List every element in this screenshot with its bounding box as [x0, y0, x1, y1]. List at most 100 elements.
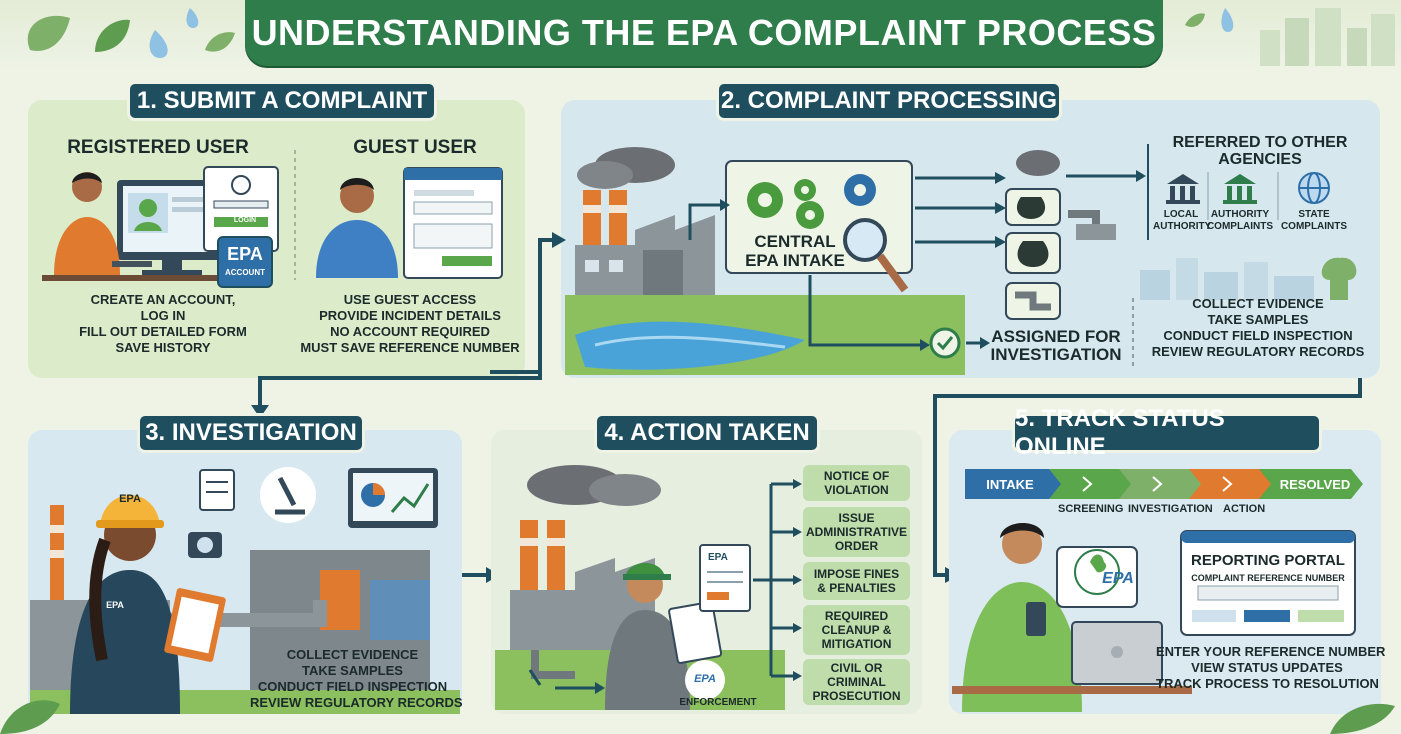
registered-user-label: REGISTERED USER [67, 137, 249, 158]
tracking-steps: ENTER YOUR REFERENCE NUMBER VIEW STATUS … [1156, 644, 1386, 692]
agency-state-label: STATE COMPLAINTS [1280, 209, 1348, 233]
investigation-line-2: TAKE SAMPLES [302, 663, 403, 678]
investigation-illustration-icon [30, 467, 460, 714]
skyline-background-icon [1140, 257, 1357, 300]
enforcement-label: ENFORCEMENT [679, 697, 757, 708]
portal-reference-label: COMPLAINT REFERENCE NUMBER [1191, 573, 1345, 583]
referred-agencies-label: REFERRED TO OTHER AGENCIES [1150, 134, 1370, 168]
agency-local-line-1: LOCAL [1163, 209, 1199, 220]
login-button: LOGIN [233, 217, 257, 224]
registered-line-2: LOG IN [140, 308, 186, 323]
referred-line-1: REFERRED TO OTHER [1172, 134, 1348, 151]
agency-state-line-2: COMPLAINTS [1280, 221, 1348, 232]
action-5-line-2: CRIMINAL [827, 675, 886, 689]
central-intake-label: CENTRAL EPA INTAKE [735, 232, 855, 270]
guest-line-3: NO ACCOUNT REQUIRED [330, 324, 490, 339]
factory-river-illustration-icon [565, 147, 965, 375]
action-1-line-2: VIOLATION [824, 483, 889, 497]
status-progress-bar [965, 469, 1363, 499]
agency-authority-line-2: COMPLAINTS [1206, 221, 1274, 232]
investigation-steps: COLLECT EVIDENCE TAKE SAMPLES CONDUCT FI… [250, 647, 463, 711]
epa-account-badge: EPA [227, 244, 263, 264]
violation-icons [1005, 150, 1061, 320]
intake-line-1: CENTRAL [754, 232, 836, 251]
action-2-line-3: ORDER [834, 539, 879, 553]
assigned-investigation-label: ASSIGNED FOR INVESTIGATION [988, 328, 1124, 364]
agency-local-line-2: AUTHORITY [1153, 221, 1212, 232]
tracking-line-1: ENTER YOUR REFERENCE NUMBER [1156, 644, 1386, 659]
tracking-epa-logo-text: EPA [1102, 570, 1134, 587]
guest-user-label: GUEST USER [353, 137, 477, 158]
agency-authority-line-1: AUTHORITY [1210, 209, 1270, 220]
tracking-illustration-icon [952, 523, 1192, 712]
action-4-line-3: MITIGATION [821, 637, 892, 651]
authority-building-icon [1223, 174, 1257, 204]
stage-intake: INTAKE [986, 476, 1034, 492]
guest-line-1: USE GUEST ACCESS [343, 292, 477, 307]
processing-evidence-line-3: CONDUCT FIELD INSPECTION [1163, 328, 1353, 343]
step5-heading: 5. TRACK STATUS ONLINE [1012, 405, 1322, 460]
city-skyline-icon [1185, 8, 1395, 66]
registered-user-steps: CREATE AN ACCOUNT, LOG IN FILL OUT DETAI… [48, 292, 278, 356]
guest-user-illustration-icon [316, 167, 503, 279]
doc-epa-text: EPA [708, 552, 728, 563]
assigned-line-2: INVESTIGATION [990, 345, 1122, 364]
page-title: UNDERSTANDING THE EPA COMPLAINT PROCESS [245, 0, 1163, 66]
stage-screening: SCREENING [1058, 503, 1124, 515]
globe-icon [1298, 172, 1330, 204]
epa-logo-text: EPA [694, 673, 716, 685]
portal-title: REPORTING PORTAL [1191, 552, 1345, 569]
registered-user-illustration-icon [42, 166, 279, 288]
processing-arrows [688, 172, 1006, 351]
processing-evidence-steps: COLLECT EVIDENCE TAKE SAMPLES CONDUCT FI… [1140, 296, 1376, 360]
guest-line-2: PROVIDE INCIDENT DETAILS [319, 308, 501, 323]
referred-line-2: AGENCIES [1218, 151, 1302, 168]
action-2-line-2: ADMINISTRATIVE [805, 525, 908, 539]
action-5-line-3: PROSECUTION [812, 689, 901, 703]
local-building-icon [1166, 174, 1200, 204]
action-4-line-2: CLEANUP & [821, 623, 892, 637]
processing-evidence-line-4: REVIEW REGULATORY RECORDS [1151, 344, 1365, 359]
action-1-line-1: NOTICE OF [823, 469, 890, 483]
investigation-line-3: CONDUCT FIELD INSPECTION [257, 679, 448, 694]
registered-line-4: SAVE HISTORY [115, 340, 211, 355]
tracking-line-2: VIEW STATUS UPDATES [1191, 660, 1343, 675]
jacket-epa-text: EPA [106, 600, 124, 610]
action-5-line-1: CIVIL OR [830, 661, 883, 675]
investigation-line-4: REVIEW REGULATORY RECORDS [250, 695, 463, 710]
intake-box [725, 160, 913, 293]
step2-heading: 2. COMPLAINT PROCESSING [716, 81, 1062, 121]
stage-resolved: RESOLVED [1279, 476, 1351, 492]
assigned-line-1: ASSIGNED FOR [991, 327, 1121, 346]
epa-account-badge-sub: ACCOUNT [225, 268, 265, 277]
action-4-line-1: REQUIRED [824, 609, 889, 623]
portal-window [1180, 530, 1356, 636]
guest-user-steps: USE GUEST ACCESS PROVIDE INCIDENT DETAIL… [300, 292, 520, 356]
divider [294, 150, 296, 280]
pipe-icon [1068, 210, 1116, 240]
helmet-epa-text: EPA [119, 493, 141, 505]
guest-line-4: MUST SAVE REFERENCE NUMBER [300, 340, 520, 355]
action-fines-penalties: IMPOSE FINES& PENALTIES [803, 562, 910, 600]
stage-investigation: INVESTIGATION [1128, 503, 1213, 515]
investigation-line-1: COLLECT EVIDENCE [286, 647, 419, 662]
stage-action: ACTION [1223, 503, 1266, 515]
step1-heading: 1. SUBMIT A COMPLAINT [127, 81, 437, 121]
step4-heading: 4. ACTION TAKEN [594, 413, 820, 453]
action-2-line-1: ISSUE [838, 511, 875, 525]
processing-evidence-line-1: COLLECT EVIDENCE [1192, 296, 1324, 311]
leaf-decoration-bottom-icon [0, 700, 1395, 734]
tracking-line-3: TRACK PROCESS TO RESOLUTION [1156, 676, 1379, 691]
registered-line-3: FILL OUT DETAILED FORM [79, 324, 247, 339]
registered-line-1: CREATE AN ACCOUNT, [90, 292, 236, 307]
action-branches [753, 479, 802, 681]
evidence-divider [1132, 298, 1134, 368]
agency-state-line-1: STATE [1298, 209, 1330, 220]
leaf-decoration-left-icon [27, 8, 235, 58]
agency-dividers [1207, 172, 1279, 220]
processing-evidence-line-2: TAKE SAMPLES [1207, 312, 1309, 327]
